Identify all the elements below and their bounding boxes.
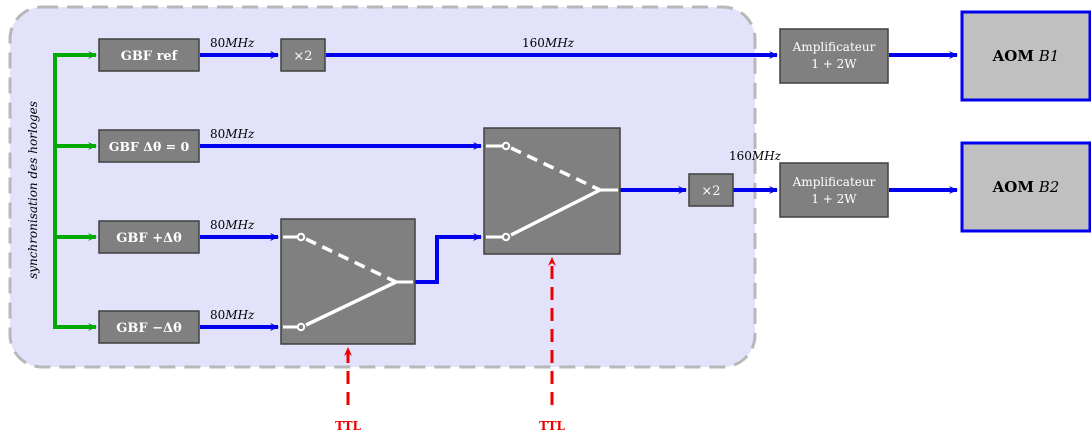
gbf-plus-box: GBF +Δθ: [98, 220, 200, 254]
amplifier-top-line1: Amplificateur: [792, 40, 876, 54]
sync-bus: [53, 51, 97, 331]
aom-b1-box: AOM B1: [960, 10, 1091, 102]
switch-left: [280, 218, 416, 345]
freq-label-160-mid: 160MHz: [729, 149, 782, 163]
amplifier-mid-line1: Amplificateur: [792, 175, 876, 189]
freq-label-plus: 80MHz: [210, 218, 255, 232]
gbf-minus-label: GBF −Δθ: [116, 321, 182, 336]
freq-label-160-top: 160MHz: [522, 36, 575, 50]
amplifier-mid-line2: 1 + 2W: [811, 192, 857, 206]
aom-b2-box: AOM B2: [960, 141, 1091, 233]
freq-label-ref: 80MHz: [210, 36, 255, 50]
signal-lines: [200, 51, 958, 331]
aom-b1-label: AOM B1: [992, 47, 1060, 65]
gbf-ref-box: GBF ref: [98, 38, 200, 72]
ttl-lines: [344, 257, 556, 405]
clock-sync-panel: [8, 5, 757, 369]
gbf-minus-box: GBF −Δθ: [98, 310, 200, 344]
gbf-plus-label: GBF +Δθ: [116, 231, 182, 246]
multiplier-mid-box: ×2: [688, 173, 734, 207]
amplifier-top-line2: 1 + 2W: [811, 57, 857, 71]
freq-labels: 80MHz 80MHz 80MHz 80MHz 160MHz 160MHz: [210, 36, 782, 322]
ttl-label-left: TTL: [335, 419, 361, 433]
gbf-zero-label: GBF Δθ = 0: [109, 139, 190, 154]
side-label: synchronisation des horloges: [26, 101, 40, 279]
gbf-ref-label: GBF ref: [121, 49, 179, 64]
switch-right: [483, 127, 621, 255]
amplifier-top-box: Amplificateur 1 + 2W: [779, 28, 889, 84]
freq-label-zero: 80MHz: [210, 127, 255, 141]
gbf-zero-box: GBF Δθ = 0: [98, 129, 200, 163]
aom-b2-label: AOM B2: [992, 178, 1060, 196]
amplifier-mid-box: Amplificateur 1 + 2W: [779, 162, 889, 218]
freq-label-minus: 80MHz: [210, 308, 255, 322]
ttl-label-right: TTL: [539, 419, 565, 433]
multiplier-top-label: ×2: [293, 49, 312, 64]
multiplier-top-box: ×2: [280, 38, 326, 72]
multiplier-mid-label: ×2: [701, 184, 720, 199]
